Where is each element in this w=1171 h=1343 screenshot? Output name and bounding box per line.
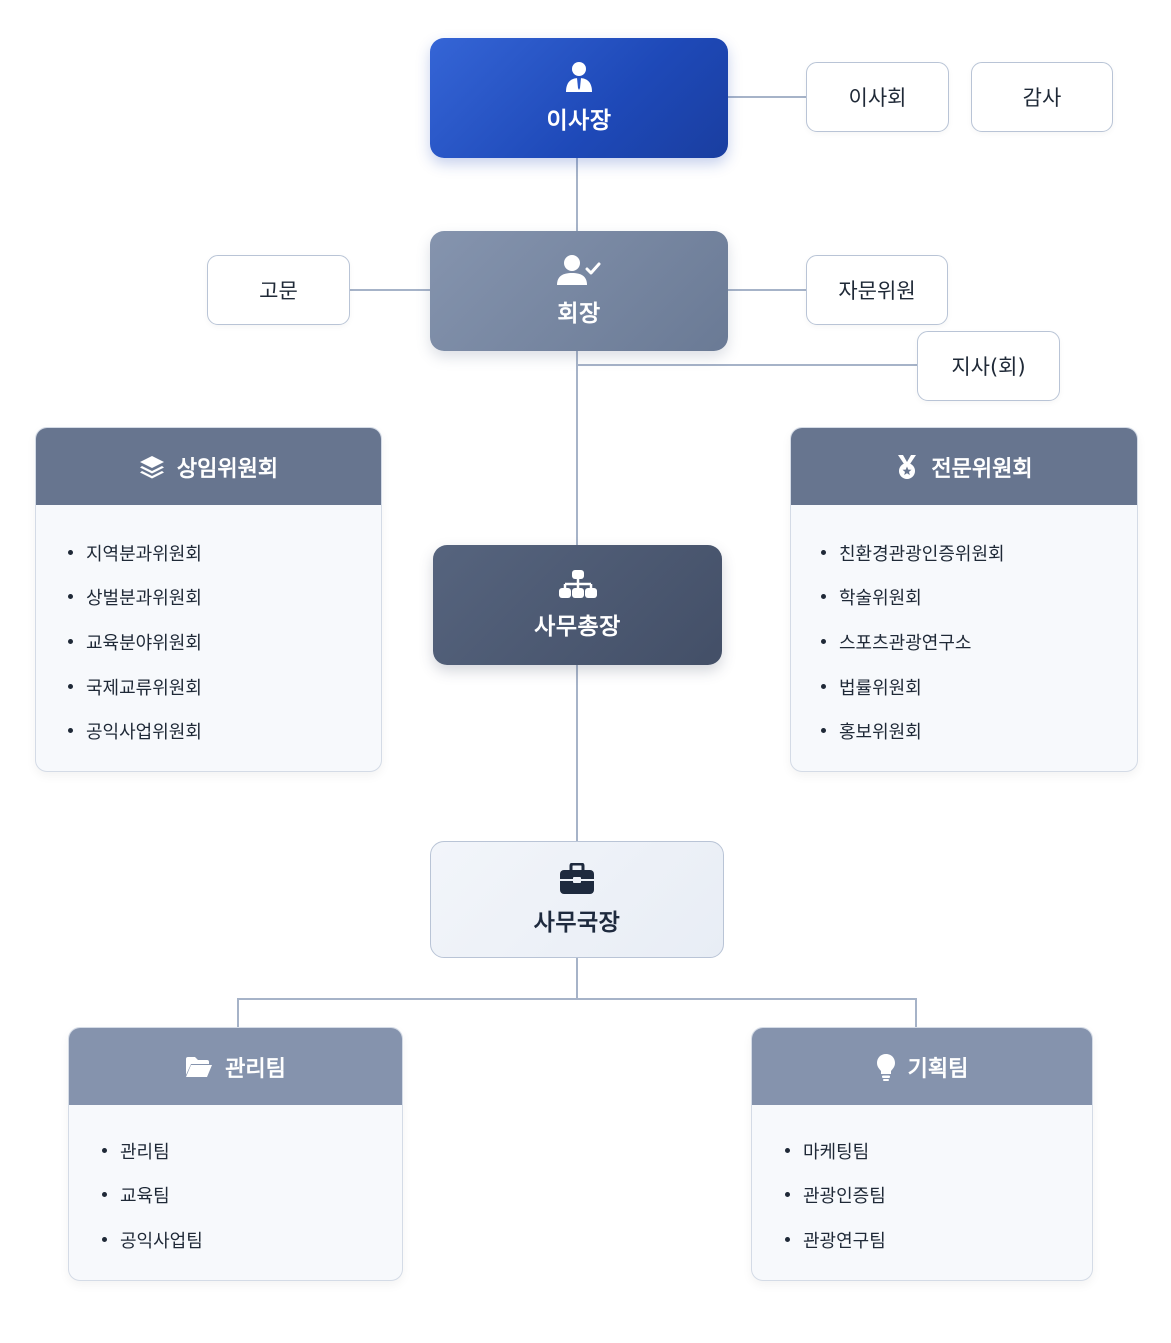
- list-item: 스포츠관광연구소: [821, 629, 971, 655]
- expert-committee-header[interactable]: 전문위원회: [791, 428, 1137, 505]
- medal-icon: [898, 454, 917, 479]
- management-team-panel: 관리팀 관리팀 교육팀 공익사업팀: [68, 1027, 403, 1281]
- chairman-node[interactable]: 이사장: [430, 38, 728, 158]
- connector-teams-horizontal: [237, 998, 917, 1000]
- list-item: 관광연구팀: [785, 1227, 886, 1253]
- list-item: 마케팅팀: [785, 1138, 869, 1164]
- planning-team-panel: 기획팀 마케팅팀 관광인증팀 관광연구팀: [751, 1027, 1093, 1281]
- list-item: 관광인증팀: [785, 1182, 886, 1208]
- list-item: 지역분과위원회: [68, 540, 202, 566]
- connector-director-down: [576, 958, 578, 999]
- planning-team-title: 기획팀: [907, 1056, 969, 1082]
- board-label: 이사회: [848, 86, 907, 110]
- org-chart-icon: [558, 570, 597, 598]
- connector-chairman-board: [728, 96, 806, 98]
- standing-committee-header[interactable]: 상임위원회: [36, 428, 381, 505]
- lightbulb-icon: [876, 1053, 895, 1081]
- chairman-label: 이사장: [546, 108, 612, 134]
- list-item: 법률위원회: [821, 674, 922, 700]
- list-item: 교육분야위원회: [68, 629, 202, 655]
- advisor-label: 고문: [259, 279, 298, 303]
- layers-icon: [139, 455, 164, 478]
- branch-label: 지사(회): [951, 355, 1026, 379]
- user-check-icon: [557, 255, 601, 285]
- secretary-general-node[interactable]: 사무총장: [433, 545, 722, 665]
- list-item: 공익사업팀: [102, 1227, 203, 1253]
- connector-president-secgen: [576, 351, 578, 545]
- president-label: 회장: [557, 301, 601, 327]
- branch-box[interactable]: 지사(회): [917, 331, 1060, 401]
- list-item: 학술위원회: [821, 584, 922, 610]
- advisor-box[interactable]: 고문: [207, 255, 350, 325]
- list-item: 관리팀: [102, 1138, 170, 1164]
- director-node[interactable]: 사무국장: [430, 841, 724, 958]
- planning-team-header[interactable]: 기획팀: [752, 1028, 1092, 1105]
- list-item: 국제교류위원회: [68, 674, 202, 700]
- connector-advisor-president: [350, 289, 430, 291]
- folder-open-icon: [186, 1056, 213, 1077]
- briefcase-icon: [560, 862, 594, 894]
- list-item: 교육팀: [102, 1182, 170, 1208]
- expert-committee-title: 전문위원회: [931, 456, 1033, 482]
- connector-president-advisory: [728, 289, 806, 291]
- secretary-general-label: 사무총장: [534, 614, 621, 640]
- connector-planning-team: [915, 998, 917, 1028]
- standing-committee-title: 상임위원회: [176, 456, 279, 482]
- board-box[interactable]: 이사회: [806, 62, 949, 132]
- person-icon: [566, 62, 592, 92]
- connector-branch: [577, 364, 917, 366]
- advisory-members-label: 자문위원: [838, 279, 916, 303]
- expert-committee-panel: 전문위원회 친환경관광인증위원회 학술위원회 스포츠관광연구소 법률위원회 홍보…: [790, 427, 1138, 772]
- list-item: 친환경관광인증위원회: [821, 540, 1005, 566]
- audit-box[interactable]: 감사: [971, 62, 1113, 132]
- audit-label: 감사: [1022, 86, 1062, 110]
- standing-committee-panel: 상임위원회 지역분과위원회 상벌분과위원회 교육분야위원회 국제교류위원회 공익…: [35, 427, 382, 772]
- list-item: 공익사업위원회: [68, 718, 202, 744]
- connector-chairman-president: [576, 158, 578, 231]
- list-item: 홍보위원회: [821, 718, 922, 744]
- management-team-title: 관리팀: [225, 1056, 286, 1082]
- connector-management-team: [237, 998, 239, 1028]
- president-node[interactable]: 회장: [430, 231, 728, 351]
- director-label: 사무국장: [533, 909, 621, 936]
- list-item: 상벌분과위원회: [68, 584, 202, 610]
- advisory-members-box[interactable]: 자문위원: [806, 255, 948, 325]
- connector-secgen-director: [576, 665, 578, 841]
- management-team-header[interactable]: 관리팀: [69, 1028, 402, 1105]
